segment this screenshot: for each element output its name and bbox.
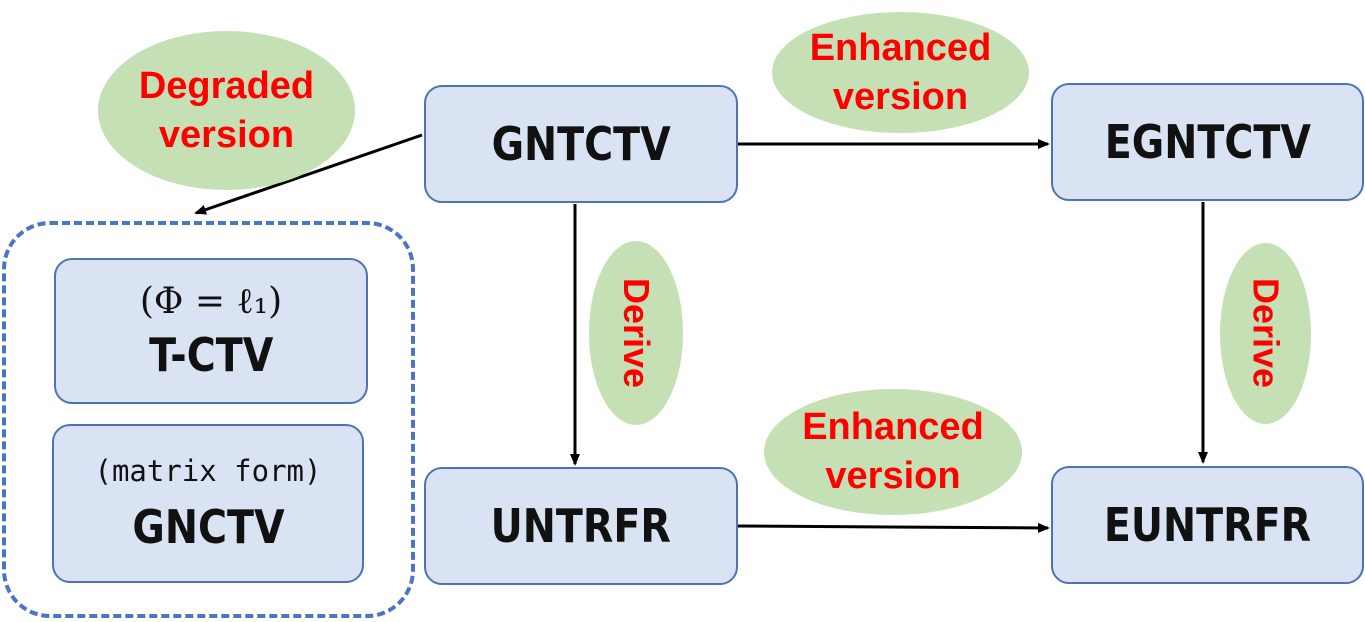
tctv-annotation: (Φ = ℓ₁) bbox=[139, 281, 283, 322]
enhanced-version-top-line2: version bbox=[832, 75, 969, 118]
untrfr-label: UNTRFR bbox=[490, 499, 672, 553]
euntrfr-box: EUNTRFR bbox=[1051, 466, 1364, 584]
derive-right-label: Derive bbox=[1245, 278, 1287, 389]
enhanced-version-bottom-ellipse: Enhanced version bbox=[764, 389, 1022, 515]
enhanced-version-bottom-line1: Enhanced bbox=[802, 406, 984, 449]
arrow-untrfr-to-euntrfr bbox=[737, 522, 1050, 533]
gntctv-label: GNTCTV bbox=[491, 117, 671, 171]
derive-left-ellipse: Derive bbox=[589, 241, 683, 425]
egntctv-box: EGNTCTV bbox=[1051, 83, 1364, 201]
tctv-box: (Φ = ℓ₁) T-CTV bbox=[54, 258, 368, 404]
egntctv-label: EGNTCTV bbox=[1104, 115, 1311, 169]
gnctv-annotation: (matrix form) bbox=[94, 454, 322, 488]
enhanced-version-bottom-line2: version bbox=[825, 455, 961, 497]
enhanced-version-top-ellipse: Enhanced version bbox=[772, 12, 1029, 133]
derive-right-ellipse: Derive bbox=[1220, 243, 1311, 424]
degraded-version-line2: version bbox=[158, 113, 295, 156]
gnctv-box: (matrix form) GNCTV bbox=[52, 424, 364, 583]
euntrfr-label: EUNTRFR bbox=[1103, 498, 1312, 552]
gnctv-label: GNCTV bbox=[131, 500, 285, 554]
enhanced-version-top-line1: Enhanced bbox=[809, 26, 992, 69]
special-cases-group-frame bbox=[2, 221, 415, 618]
untrfr-box: UNTRFR bbox=[424, 467, 738, 585]
derive-left-label: Derive bbox=[616, 277, 657, 389]
gntctv-box: GNTCTV bbox=[424, 85, 738, 203]
arrow-gntctv-to-group bbox=[194, 133, 423, 215]
tctv-label: T-CTV bbox=[148, 328, 274, 382]
degraded-version-ellipse: Degraded version bbox=[98, 31, 355, 190]
degraded-version-line1: Degraded bbox=[138, 64, 315, 107]
